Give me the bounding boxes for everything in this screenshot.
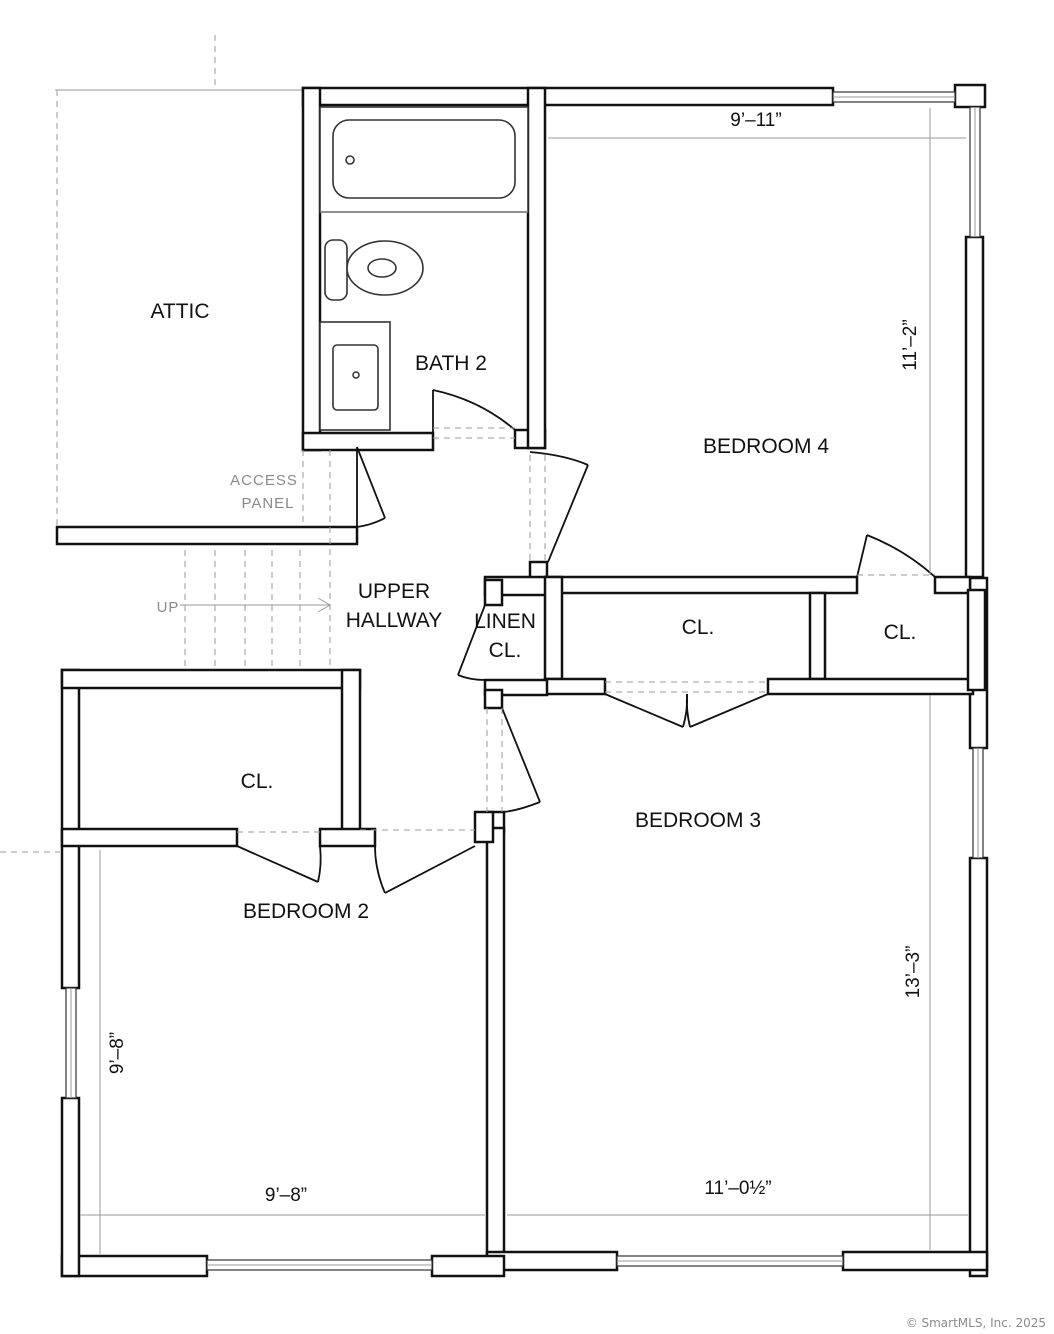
walls [55, 83, 989, 1278]
bath-door-swing [432, 389, 516, 431]
linen-closet-label-line2: CL. [489, 639, 522, 662]
bedroom4-door [547, 464, 589, 563]
bedroom-4-label: BEDROOM 4 [703, 435, 829, 458]
dimension-lines [80, 108, 968, 1254]
bedroom2-door [384, 845, 476, 894]
bath-2-label: BATH 2 [415, 352, 487, 375]
bedroom-3-width-dimension: 11’–0½” [704, 1178, 771, 1199]
doors [236, 389, 936, 894]
bedroom-2-label: BEDROOM 2 [243, 900, 369, 923]
up-arrow-head [317, 597, 331, 613]
closet-label: CL. [682, 616, 715, 639]
access-panel-door [356, 446, 386, 519]
bedroom-4-width-dimension: 9’–11” [730, 110, 781, 131]
copyright-footer: © SmartMLS, Inc. 2025 [905, 1316, 1046, 1330]
closet-label: CL. [241, 770, 274, 793]
access-panel-label-line2: PANEL [241, 495, 294, 512]
bedroom2-closet-door [236, 845, 319, 883]
upper-hallway-label-line1: UPPER [358, 580, 430, 603]
bedroom-2-depth-dimension: 9’–8” [107, 1032, 128, 1074]
bedroom3-closet-door-left [604, 693, 684, 728]
bathtub [319, 106, 529, 213]
upper-hallway-label-line2: HALLWAY [346, 609, 442, 632]
stairs [180, 450, 331, 668]
bedroom-4-depth-dimension: 11’–2” [900, 319, 921, 370]
bedroom-3-label: BEDROOM 3 [635, 809, 761, 832]
bedroom-3-depth-dimension: 13’–3” [903, 946, 924, 999]
toilet [324, 239, 424, 301]
bedroom-2-width-dimension: 9’–8” [265, 1185, 307, 1206]
access-panel-label-line1: ACCESS [230, 472, 298, 489]
stairs-up-label: UP [157, 599, 180, 616]
closet-label: CL. [884, 621, 917, 644]
linen-closet-label-line1: LINEN [474, 610, 536, 633]
bedroom4-closet-door [856, 534, 868, 578]
sink-vanity [319, 321, 391, 431]
bedroom3-closet-door-right [689, 693, 769, 728]
bedroom3-door [501, 707, 541, 803]
attic-label: ATTIC [150, 300, 209, 323]
linen-closet-door [457, 604, 486, 676]
windows [65, 91, 984, 1271]
